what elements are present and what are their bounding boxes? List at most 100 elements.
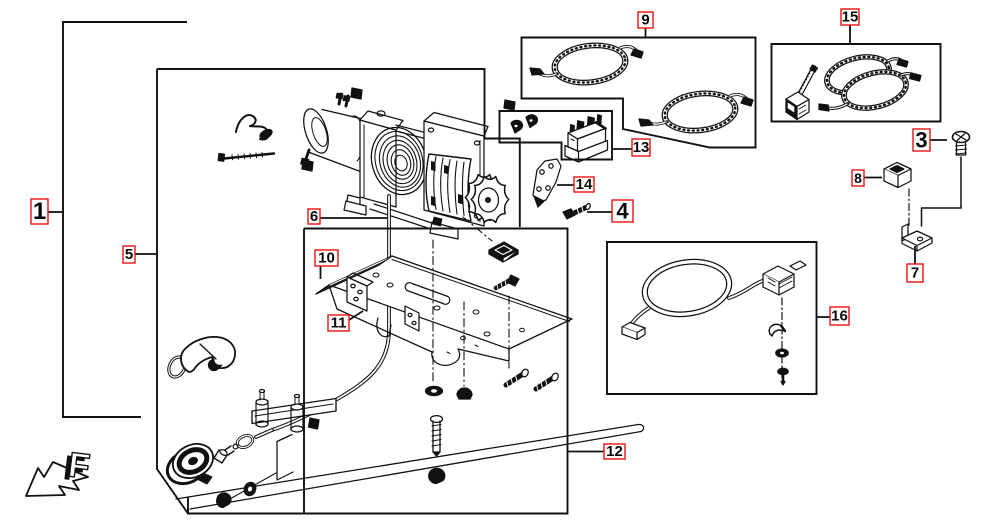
mount-bracket-11-stroke-3 [350, 283, 356, 289]
spacer-8 [883, 161, 912, 189]
rubber-pad [488, 241, 519, 263]
winch-nut-left [301, 159, 314, 172]
switch-housing [762, 260, 807, 296]
plate-bolt-top-stroke-3 [506, 274, 520, 287]
long-screw [217, 151, 276, 162]
group-box-12 [187, 227, 569, 515]
switch-harness-stroke-4 [728, 279, 766, 299]
callout-5: 5 [122, 245, 156, 264]
fairlead-roller-left-stroke-3 [255, 420, 269, 428]
callout-6: 6 [307, 208, 387, 225]
winch-cable-stroke-2 [271, 195, 390, 431]
mount-bracket-11-stroke-1 [346, 276, 368, 312]
clutch-housing-stroke-2 [433, 155, 465, 217]
battery-cable-2-stroke-2 [666, 94, 734, 130]
mount-lip-10-stroke-3 [315, 284, 330, 295]
long-screw-stroke-3 [231, 151, 263, 161]
mounting-plate-assembly [315, 216, 573, 485]
sheave-wheel [165, 443, 215, 486]
bracket-14 [532, 158, 562, 208]
battery-cable-1 [529, 42, 644, 86]
callout-16: 16 [816, 306, 850, 326]
spacer-8-stroke-3 [889, 164, 905, 174]
mount-plate-side [328, 284, 510, 366]
callout-13: 13 [612, 138, 651, 157]
sheave-wheel-stroke-4 [188, 456, 198, 466]
bolt-4-stroke-1 [569, 204, 590, 217]
cable-thimble-stroke-2 [255, 429, 273, 438]
remote-handle-stroke-3 [809, 64, 819, 73]
fairlead-roller-left-stroke-1 [255, 400, 269, 426]
front-letter-face: F [66, 445, 92, 486]
spacer-8-stroke-2 [883, 168, 912, 189]
clutch-housing-stroke-4 [432, 216, 443, 227]
group-box-16 [606, 241, 818, 395]
winch-tie-bars [343, 124, 459, 240]
callout-13-box [631, 138, 651, 157]
plate-bolt-top-stroke-2 [496, 277, 511, 290]
fairlead-nut [307, 417, 320, 430]
hook-stroke-5 [207, 358, 223, 372]
callout-14: 14 [557, 176, 595, 193]
clutch-housing-stroke-1 [425, 153, 472, 222]
mount-plate-slot [404, 282, 451, 305]
remote-coil-stroke-5 [845, 73, 905, 107]
winch-drum-stroke-3 [378, 135, 422, 188]
hook-stroke-3 [180, 335, 236, 373]
bolt-4-stroke-3 [562, 208, 576, 220]
cable-strap-stroke-2 [259, 128, 273, 140]
callout-10: 10 [314, 249, 339, 279]
hook-stroke-4 [199, 343, 217, 360]
plate-studs [503, 368, 559, 392]
callout-3: 3 [912, 128, 947, 153]
callout-11: 11 [327, 310, 364, 332]
drum-right-plate-stroke-4 [427, 127, 435, 133]
callout-15: 15 [840, 8, 860, 44]
terminal-boots-stroke-4 [529, 119, 533, 122]
callout-4-number: 4 [616, 199, 629, 224]
callout-14-box [573, 176, 595, 193]
connector-line-3-7 [920, 156, 962, 227]
screw-3-stroke-4 [955, 144, 967, 155]
mount-plate-tab [404, 305, 420, 332]
switch-clip [768, 323, 787, 337]
battery-cable-1-stroke-2 [556, 46, 624, 82]
winch-drum-stroke-7 [394, 154, 408, 172]
bolt-column-stroke-6 [432, 451, 441, 457]
mount-plate-holes-stroke-2 [386, 282, 394, 288]
bracket-7-stroke-4 [916, 236, 924, 242]
callout-6-box [307, 208, 321, 225]
callout-11-leader [348, 310, 364, 321]
harness-connector-stroke-2 [621, 326, 646, 341]
mount-plate-holes-stroke-1 [372, 272, 380, 278]
mount-bracket-11 [346, 272, 374, 312]
bracket-14-stroke-4 [536, 186, 542, 192]
callout-1: 1 [30, 198, 63, 225]
clutch-housing-stroke-3 [431, 161, 463, 207]
callout-8: 8 [851, 169, 882, 187]
mount-plate-marks [446, 344, 479, 354]
callout-7: 7 [906, 246, 924, 283]
clutch-knob-stroke-4 [484, 196, 492, 204]
remote-cable-kit-stroke-9 [818, 103, 830, 112]
long-screw-stroke-2 [217, 152, 226, 162]
callout-7-number: 7 [911, 265, 919, 282]
mount-plate-holes-stroke-4 [472, 309, 480, 315]
callout-15-box [840, 8, 860, 26]
mount-plate-top [328, 255, 573, 350]
battery-cable-1-stroke-3 [553, 44, 627, 84]
group-box-15 [770, 43, 942, 123]
callout-1-box [30, 198, 49, 225]
remote-cable-kit-stroke-6 [908, 72, 922, 82]
cable-thimble-stroke-5 [232, 443, 239, 450]
callout-9-box [637, 11, 654, 29]
terminal-boots [510, 114, 539, 134]
callout-16-number: 16 [831, 308, 848, 325]
battery-cables [529, 42, 754, 134]
drum-left-plate-stroke-1 [359, 119, 397, 208]
callout-4-box [611, 199, 634, 223]
callout-10-number: 10 [318, 250, 335, 267]
mount-bracket-11-stroke-2 [346, 272, 374, 287]
winch-motor-stroke-6 [335, 92, 351, 102]
